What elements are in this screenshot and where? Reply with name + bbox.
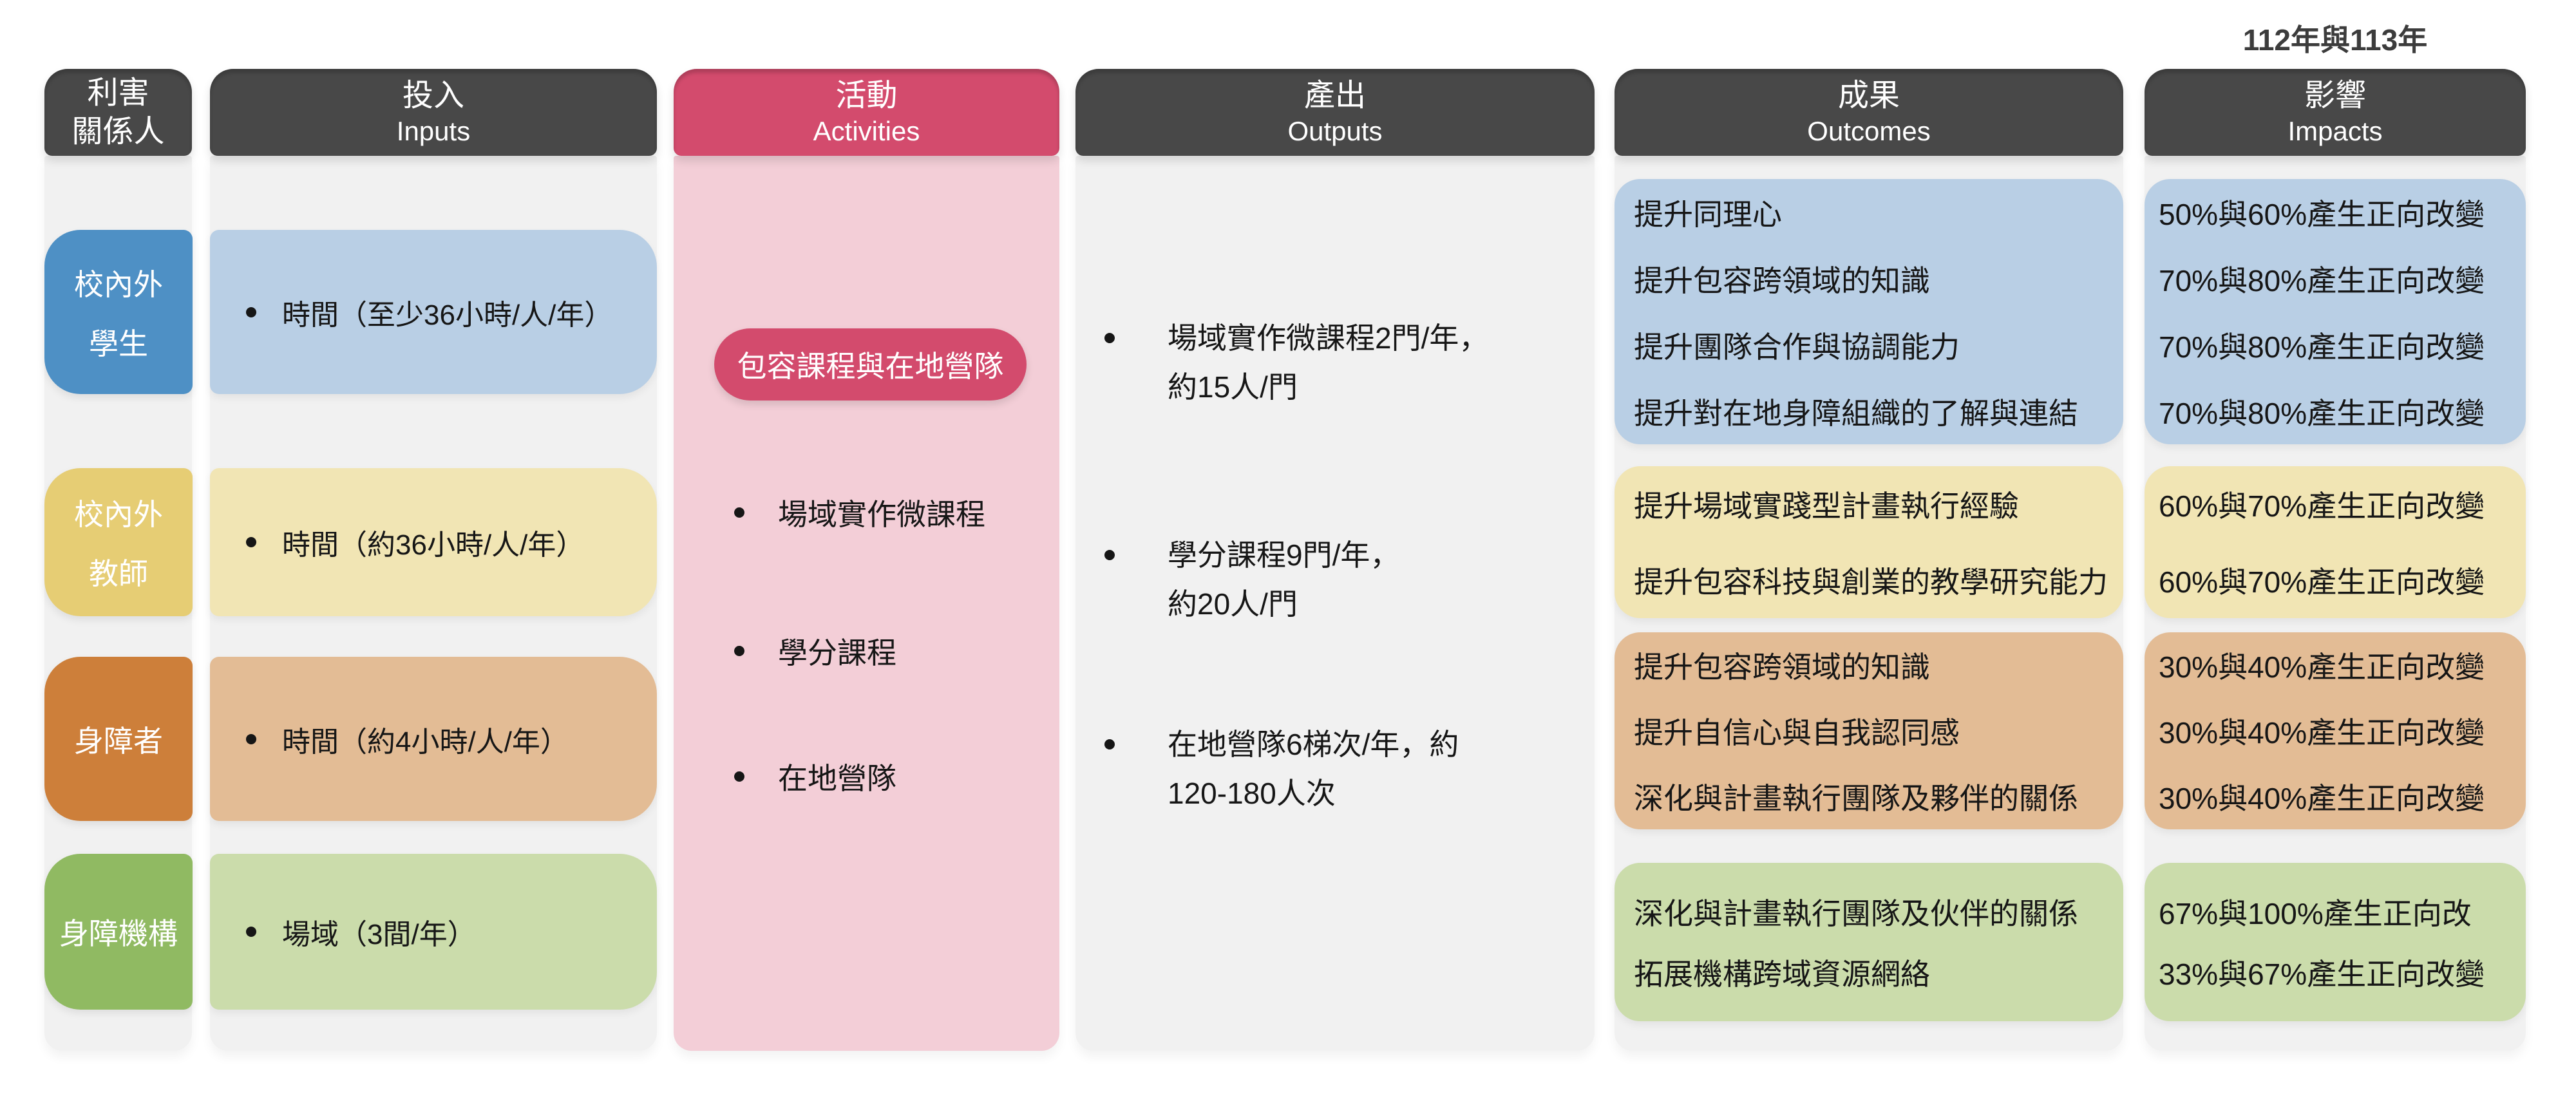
year-note: 112年與113年	[2242, 23, 2428, 57]
outcome-line: 提升團隊合作與協調能力	[1634, 330, 1960, 364]
activity-item: 在地營隊	[734, 759, 1043, 795]
outcomes-block-teachers: 提升場域實踐型計畫執行經驗 提升包容科技與創業的教學研究能力	[1615, 466, 2123, 618]
output-item-line: 在地營隊6梯次/年，約	[1168, 728, 1459, 761]
stakeholder-label-disability-orgs: 身障機構	[44, 854, 193, 1010]
activities-pill: 包容課程與在地營隊	[714, 328, 1027, 401]
stakeholder-label-line: 校內外	[74, 498, 163, 531]
header-outputs-zh: 產出	[1303, 79, 1366, 113]
outcome-line: 提升包容跨領域的知識	[1634, 263, 1930, 297]
stakeholder-label-teachers: 校內外 教師	[44, 468, 193, 616]
bullet-dot	[246, 537, 256, 547]
bullet-dot	[1104, 739, 1115, 749]
output-item: 場域實作微課程2門/年， 約15人/門	[1104, 314, 1584, 411]
header-stakeholders-line1: 利害	[87, 75, 149, 110]
header-stakeholders: 利害 關係人	[44, 69, 192, 156]
outcome-line: 提升對在地身障組織的了解與連結	[1634, 396, 2078, 430]
output-item-line: 約20人/門	[1168, 587, 1298, 621]
activity-item-text: 在地營隊	[778, 762, 896, 795]
impact-line: 30%與40%產生正向改變	[2159, 650, 2485, 684]
impact-line: 30%與40%產生正向改變	[2159, 716, 2485, 749]
impact-line: 67%與100%產生正向改	[2159, 897, 2472, 930]
header-activities: 活動 Activities	[674, 69, 1059, 156]
bullet-dot	[246, 733, 256, 744]
input-pill-disabled-persons: 時間（約4小時/人/年）	[210, 657, 657, 821]
outcome-line: 提升同理心	[1634, 197, 1782, 231]
outcome-line: 深化與計畫執行團隊及夥伴的關係	[1634, 782, 2078, 815]
impacts-block-disability-orgs: 67%與100%產生正向改 33%與67%產生正向改變	[2145, 863, 2526, 1021]
outcome-line: 拓展機構跨域資源網絡	[1634, 957, 1930, 991]
outcome-line: 提升包容科技與創業的教學研究能力	[1634, 565, 2108, 599]
activity-item-text: 場域實作微課程	[778, 498, 985, 531]
activities-pill-text: 包容課程與在地營隊	[737, 350, 1004, 383]
impact-line: 70%與80%產生正向改變	[2159, 330, 2485, 364]
input-pill-disability-orgs: 場域（3間/年）	[210, 854, 657, 1010]
bullet-dot	[1104, 333, 1115, 343]
impact-line: 60%與70%產生正向改變	[2159, 489, 2485, 523]
bullet-dot	[1104, 550, 1115, 560]
output-item-line: 120-180人次	[1168, 777, 1336, 810]
header-outputs-en: Outputs	[1287, 116, 1383, 147]
header-outcomes-zh: 成果	[1837, 79, 1900, 113]
header-activities-en: Activities	[813, 116, 920, 147]
header-impacts-en: Impacts	[2287, 116, 2383, 147]
bullet-dot	[734, 646, 744, 656]
output-item: 在地營隊6梯次/年，約 120-180人次	[1104, 720, 1584, 818]
header-inputs-en: Inputs	[396, 116, 471, 147]
impact-line: 30%與40%產生正向改變	[2159, 782, 2485, 815]
input-text: 時間（約4小時/人/年）	[282, 726, 569, 758]
header-outcomes: 成果 Outcomes	[1615, 69, 2123, 156]
bullet-dot	[246, 306, 256, 317]
panel-outputs	[1075, 156, 1595, 1051]
panel-activities	[674, 156, 1059, 1051]
outcomes-block-disability-orgs: 深化與計畫執行團隊及伙伴的關係 拓展機構跨域資源網絡	[1615, 863, 2123, 1021]
header-impacts: 影響 Impacts	[2145, 69, 2526, 156]
stakeholder-label-disabled-persons: 身障者	[44, 657, 193, 821]
bullet-dot	[734, 771, 744, 782]
outcome-line: 提升自信心與自我認同感	[1634, 716, 1960, 749]
header-stakeholders-line2: 關係人	[71, 114, 165, 149]
impacts-block-teachers: 60%與70%產生正向改變 60%與70%產生正向改變	[2145, 466, 2526, 618]
bullet-dot	[734, 507, 744, 518]
header-inputs-zh: 投入	[402, 79, 464, 113]
input-pill-students: 時間（至少36小時/人/年）	[210, 230, 657, 394]
header-inputs: 投入 Inputs	[210, 69, 657, 156]
impact-line: 70%與80%產生正向改變	[2159, 263, 2485, 297]
stakeholder-label-line: 教師	[89, 557, 148, 590]
stakeholder-label-line: 學生	[89, 326, 148, 361]
output-item-line: 學分課程9門/年，	[1168, 538, 1400, 572]
stakeholder-label-students: 校內外 學生	[44, 230, 193, 394]
input-text: 場域（3間/年）	[282, 919, 476, 950]
output-item-line: 場域實作微課程2門/年，	[1168, 321, 1489, 355]
stakeholder-label-line: 身障機構	[59, 917, 178, 950]
outcomes-block-students: 提升同理心 提升包容跨領域的知識 提升團隊合作與協調能力 提升對在地身障組織的了…	[1615, 179, 2123, 444]
activity-item-text: 學分課程	[778, 636, 896, 670]
header-outcomes-en: Outcomes	[1807, 116, 1931, 147]
outcomes-block-disabled-persons: 提升包容跨領域的知識 提升自信心與自我認同感 深化與計畫執行團隊及夥伴的關係	[1615, 632, 2123, 829]
bullet-dot	[246, 927, 256, 937]
header-activities-zh: 活動	[835, 79, 898, 113]
header-outputs: 產出 Outputs	[1075, 69, 1595, 156]
input-text: 時間（約36小時/人/年）	[282, 529, 585, 561]
input-pill-teachers: 時間（約36小時/人/年）	[210, 468, 657, 616]
impact-line: 50%與60%產生正向改變	[2159, 197, 2485, 231]
outcome-line: 提升包容跨領域的知識	[1634, 650, 1930, 684]
impact-line: 60%與70%產生正向改變	[2159, 565, 2485, 599]
outcome-line: 深化與計畫執行團隊及伙伴的關係	[1634, 897, 2078, 930]
header-impacts-zh: 影響	[2304, 79, 2366, 113]
stakeholder-label-line: 校內外	[74, 267, 163, 301]
outcome-line: 提升場域實踐型計畫執行經驗	[1634, 489, 2019, 523]
impacts-block-disabled-persons: 30%與40%產生正向改變 30%與40%產生正向改變 30%與40%產生正向改…	[2145, 632, 2526, 829]
activity-item: 場域實作微課程	[734, 495, 1043, 531]
activity-item: 學分課程	[734, 633, 1043, 670]
output-item: 學分課程9門/年， 約20人/門	[1104, 531, 1584, 628]
output-item-line: 約15人/門	[1168, 370, 1298, 404]
impact-line: 33%與67%產生正向改變	[2159, 957, 2485, 991]
input-text: 時間（至少36小時/人/年）	[282, 299, 613, 331]
impact-line: 70%與80%產生正向改變	[2159, 396, 2485, 430]
stakeholder-label-line: 身障者	[74, 724, 163, 758]
impacts-block-students: 50%與60%產生正向改變 70%與80%產生正向改變 70%與80%產生正向改…	[2145, 179, 2526, 444]
